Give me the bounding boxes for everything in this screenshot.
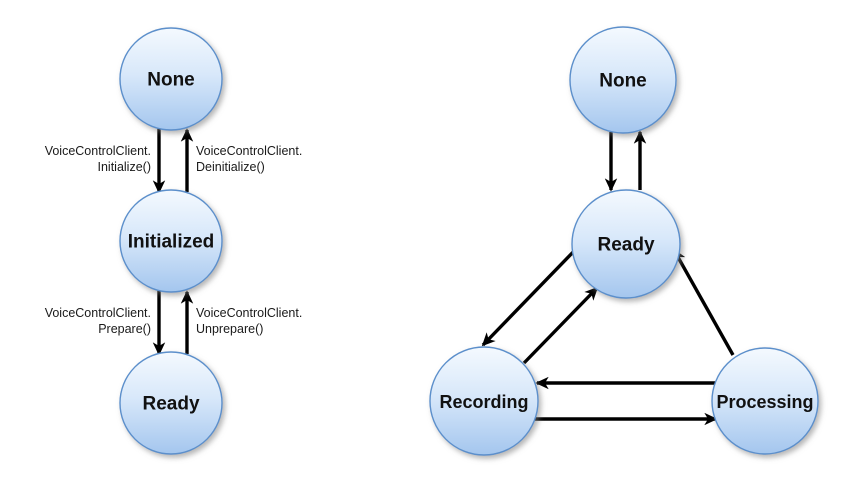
state-node-none-shape[interactable]	[119, 27, 223, 131]
state-node-ready-label: Ready	[142, 394, 199, 415]
state-node-ready-shape[interactable]	[119, 351, 223, 455]
state-node-ready-2-label: Ready	[597, 235, 654, 256]
state-node-recording[interactable]: Recording	[429, 346, 539, 456]
state-node-processing[interactable]: Processing	[711, 347, 819, 455]
edge-label-unprepare-line2: Unprepare()	[196, 322, 263, 336]
edge-label-initialize: VoiceControlClient. Initialize()	[45, 144, 151, 174]
state-node-recording-label: Recording	[439, 392, 528, 412]
state-node-initialized-label: Initialized	[128, 232, 215, 253]
state-node-initialized[interactable]: Initialized	[119, 189, 223, 293]
state-node-none-2-shape[interactable]	[569, 26, 677, 134]
edge-recording-to-ready2	[522, 286, 599, 365]
edge-label-unprepare-line1: VoiceControlClient.	[196, 306, 302, 320]
state-node-ready[interactable]: Ready	[119, 351, 223, 455]
state-node-none-2-label: None	[599, 71, 647, 92]
client-lifecycle-diagram: None Initialized Ready VoiceControlClien…	[45, 27, 302, 455]
edge-label-deinitialize-line2: Deinitialize()	[196, 160, 265, 174]
state-node-ready-2[interactable]: Ready	[571, 189, 681, 299]
state-node-recording-shape[interactable]	[429, 346, 539, 456]
recognition-lifecycle-diagram: None Ready Recording Processing	[429, 26, 819, 456]
edge-processing-to-ready2	[672, 248, 735, 356]
state-node-ready-2-shape[interactable]	[571, 189, 681, 299]
state-node-none-2[interactable]: None	[569, 26, 677, 134]
edge-label-deinitialize: VoiceControlClient. Deinitialize()	[196, 144, 302, 174]
edge-label-prepare-line2: Prepare()	[98, 322, 151, 336]
state-node-none[interactable]: None	[119, 27, 223, 131]
state-node-processing-shape[interactable]	[711, 347, 819, 455]
edge-label-initialize-line2: Initialize()	[98, 160, 152, 174]
edge-label-prepare-line1: VoiceControlClient.	[45, 306, 151, 320]
state-node-processing-label: Processing	[716, 392, 813, 412]
edge-label-deinitialize-line1: VoiceControlClient.	[196, 144, 302, 158]
edge-label-prepare: VoiceControlClient. Prepare()	[45, 306, 151, 336]
edge-label-unprepare: VoiceControlClient. Unprepare()	[196, 306, 302, 336]
state-node-initialized-shape[interactable]	[119, 189, 223, 293]
edge-label-initialize-line1: VoiceControlClient.	[45, 144, 151, 158]
edge-ready2-to-recording	[481, 245, 580, 347]
state-node-none-label: None	[147, 70, 195, 91]
